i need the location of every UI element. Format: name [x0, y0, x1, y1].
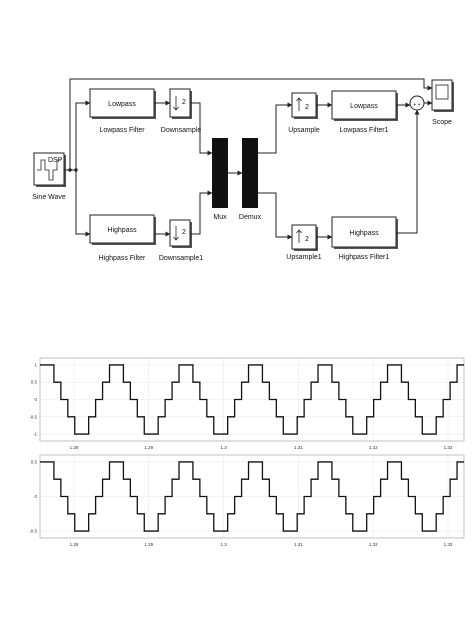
y-tick-label: 0 — [34, 494, 37, 499]
y-tick-label: 0.5 — [31, 380, 38, 385]
highpass-filter-label: Highpass Filter — [99, 255, 146, 262]
sine-wave-block[interactable]: DSP — [33, 152, 66, 187]
y-tick-label: -0.5 — [29, 414, 37, 419]
down-arrow-icon — [173, 96, 179, 111]
x-tick-label: 1.29 — [144, 445, 153, 450]
highpass-filter1-label: Highpass Filter1 — [339, 254, 390, 261]
downsample-block[interactable]: 2 — [169, 88, 192, 119]
upsample1-factor: 2 — [305, 236, 309, 243]
x-tick-label: 1.31 — [294, 445, 303, 450]
downsample-label: Downsample — [161, 127, 202, 134]
x-tick-label: 1.32 — [369, 445, 378, 450]
x-tick-label: 1.33 — [444, 542, 453, 547]
x-tick-label: 1.33 — [444, 445, 453, 450]
demux-label: Demux — [239, 214, 262, 221]
upsample1-block[interactable]: 2 — [291, 224, 318, 251]
lowpass1-inner-text: Lowpass — [350, 103, 378, 110]
lowpass-filter1-block[interactable]: Lowpass — [331, 90, 398, 121]
sine-wave-label: Sine Wave — [32, 194, 66, 201]
sum-signs: + + — [413, 102, 420, 108]
scope-block[interactable] — [431, 79, 454, 112]
downsample1-label: Downsample1 — [159, 255, 203, 262]
upsample-label: Upsample — [288, 127, 320, 134]
dsp-tag: DSP — [48, 157, 63, 164]
lowpass-filter-label: Lowpass Filter — [99, 127, 145, 134]
lowpass-filter-block[interactable]: Lowpass — [89, 88, 156, 119]
lowpass-filter1-label: Lowpass Filter1 — [339, 127, 388, 134]
x-tick-label: 1.28 — [70, 445, 79, 450]
scope-label: Scope — [432, 119, 452, 126]
highpass1-inner-text: Highpass — [349, 230, 379, 237]
x-tick-label: 1.32 — [369, 542, 378, 547]
upsample-block[interactable]: 2 — [291, 92, 318, 119]
x-tick-label: 1.3 — [220, 445, 227, 450]
y-tick-label: 0.5 — [31, 459, 38, 464]
highpass-filter1-block[interactable]: Highpass — [331, 216, 398, 249]
scope-plot-bottom: 1.28 1.29 1.3 1.31 1.32 1.33 0.5 0 -0.5 — [29, 454, 465, 547]
scope-screen-icon — [435, 84, 449, 100]
y-tick-label: -1 — [33, 432, 37, 437]
demux-block[interactable] — [242, 138, 258, 208]
highpass-filter-block[interactable]: Highpass — [89, 214, 156, 245]
sine-wave-icon — [37, 159, 61, 181]
x-tick-label: 1.3 — [220, 542, 227, 547]
series-line — [40, 461, 464, 532]
up-arrow-icon — [296, 229, 302, 243]
scope-plot-top: 1.28 1.29 1.3 1.31 1.32 1.33 1 0.5 0 -0.5 -1 — [29, 357, 465, 450]
signal-wires — [64, 78, 433, 240]
mux-block[interactable] — [212, 138, 228, 208]
x-tick-label: 1.29 — [144, 542, 153, 547]
downsample1-block[interactable]: 2 — [169, 219, 192, 248]
y-tick-label: 0 — [34, 397, 37, 402]
x-tick-label: 1.31 — [294, 542, 303, 547]
x-tick-label: 1.28 — [70, 542, 79, 547]
mux-label: Mux — [213, 214, 227, 221]
plot-frame — [39, 357, 465, 442]
down-arrow-icon — [173, 226, 179, 241]
lowpass-inner-text: Lowpass — [108, 101, 136, 108]
plot-frame — [39, 454, 465, 539]
series-line — [40, 364, 464, 435]
highpass-inner-text: Highpass — [107, 227, 137, 234]
sum-block[interactable]: + + — [409, 95, 425, 111]
simulink-diagram: DSP Sine Wave Lowpass Lowpass Filter Hig… — [32, 78, 454, 262]
y-tick-label: -0.5 — [29, 529, 37, 534]
downsample1-factor: 2 — [182, 229, 186, 236]
y-tick-label: 1 — [34, 362, 37, 367]
up-arrow-icon — [296, 97, 302, 111]
upsample1-label: Upsample1 — [286, 254, 322, 261]
downsample-factor: 2 — [182, 99, 186, 106]
upsample-factor: 2 — [305, 104, 309, 111]
